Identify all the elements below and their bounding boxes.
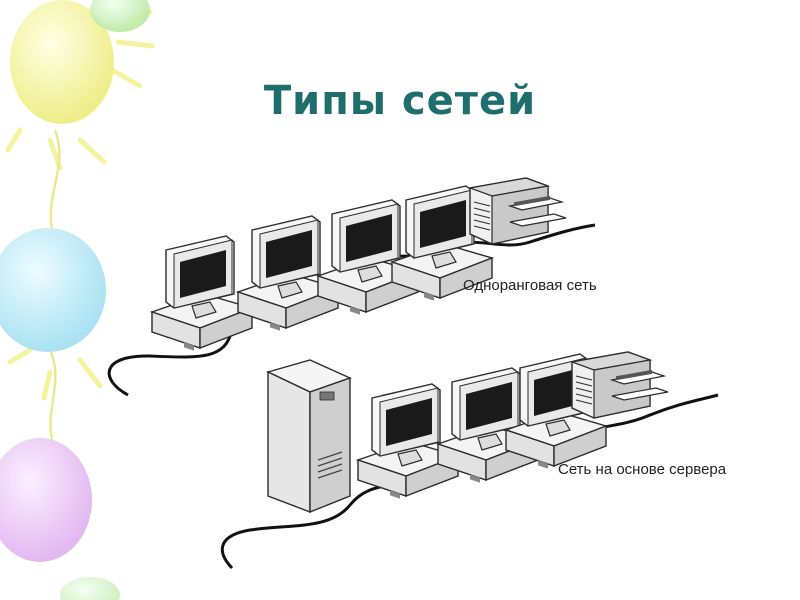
server-network-label: Сеть на основе сервера: [558, 461, 727, 478]
balloon-yellow: [10, 0, 150, 124]
balloon-purple: [0, 438, 92, 562]
peer-network: Одноранговая сеть: [107, 177, 597, 397]
page-title: Типы сетей: [263, 78, 537, 124]
sparkle-icon: [5, 9, 155, 401]
printer: [571, 351, 669, 419]
server-network: Сеть на основе сервера: [220, 351, 727, 570]
workstation-5: [357, 383, 459, 500]
workstation-1: [151, 235, 253, 352]
peer-network-label: Одноранговая сеть: [463, 277, 597, 294]
workstation-2: [237, 215, 339, 332]
server-tower: [266, 359, 352, 514]
balloon-green-small: [60, 577, 120, 600]
balloon-blue: [0, 228, 106, 352]
